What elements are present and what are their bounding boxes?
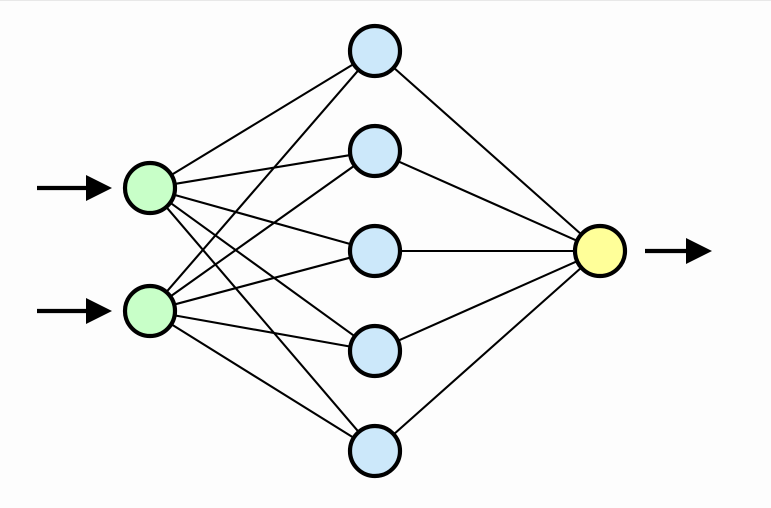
edges-group bbox=[164, 62, 584, 440]
output-arrow-head-icon bbox=[686, 238, 712, 264]
edge-h4-o1 bbox=[395, 259, 580, 343]
io-arrows-group bbox=[37, 175, 712, 324]
edge-i2-h2 bbox=[168, 163, 357, 299]
edge-h2-o1 bbox=[395, 159, 580, 243]
edge-i2-h5 bbox=[168, 322, 357, 440]
node-h1[interactable] bbox=[347, 23, 403, 79]
edge-i2-h3 bbox=[171, 256, 354, 306]
edge-h1-o1 bbox=[391, 65, 584, 237]
edge-i2-h1 bbox=[164, 67, 361, 295]
input-arrow-bottom-head-icon bbox=[86, 298, 112, 324]
node-i2[interactable] bbox=[122, 283, 178, 339]
node-h2[interactable] bbox=[347, 123, 403, 179]
input-arrow-top-head-icon bbox=[86, 175, 112, 201]
hidden-layer bbox=[347, 23, 403, 479]
nodes-group bbox=[122, 23, 628, 479]
input-arrow-top bbox=[37, 175, 112, 201]
output-layer bbox=[572, 223, 628, 279]
output-arrow bbox=[645, 238, 712, 264]
edge-i2-h4 bbox=[172, 314, 353, 348]
node-i1[interactable] bbox=[122, 160, 178, 216]
input-layer bbox=[122, 160, 178, 339]
edge-h5-o1 bbox=[391, 265, 584, 437]
edge-i1-h2 bbox=[172, 153, 353, 186]
edge-i1-h1 bbox=[169, 62, 356, 177]
node-o1[interactable] bbox=[572, 223, 628, 279]
edge-i1-h4 bbox=[167, 200, 358, 339]
node-h5[interactable] bbox=[347, 423, 403, 479]
node-h3[interactable] bbox=[347, 223, 403, 279]
node-h4[interactable] bbox=[347, 323, 403, 379]
edge-i1-h5 bbox=[164, 204, 361, 435]
edge-i1-h3 bbox=[171, 193, 354, 246]
input-arrow-bottom bbox=[37, 298, 112, 324]
